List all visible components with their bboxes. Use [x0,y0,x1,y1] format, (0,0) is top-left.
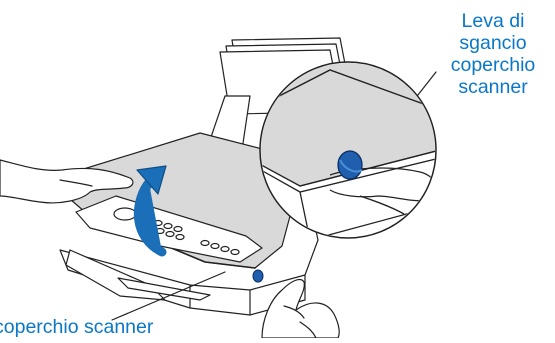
callout-scanner-cover: coperchio scanner [0,316,153,338]
release-lever-marker [253,270,263,282]
callout-release-line-2: sgancio [437,32,549,54]
callout-release-line-3: coperchio [437,54,549,76]
callout-release-line-1: Leva di [437,10,549,32]
callout-release-line-4: scanner [437,76,549,98]
callout-release-lever: Leva di sgancio coperchio scanner [437,10,549,98]
